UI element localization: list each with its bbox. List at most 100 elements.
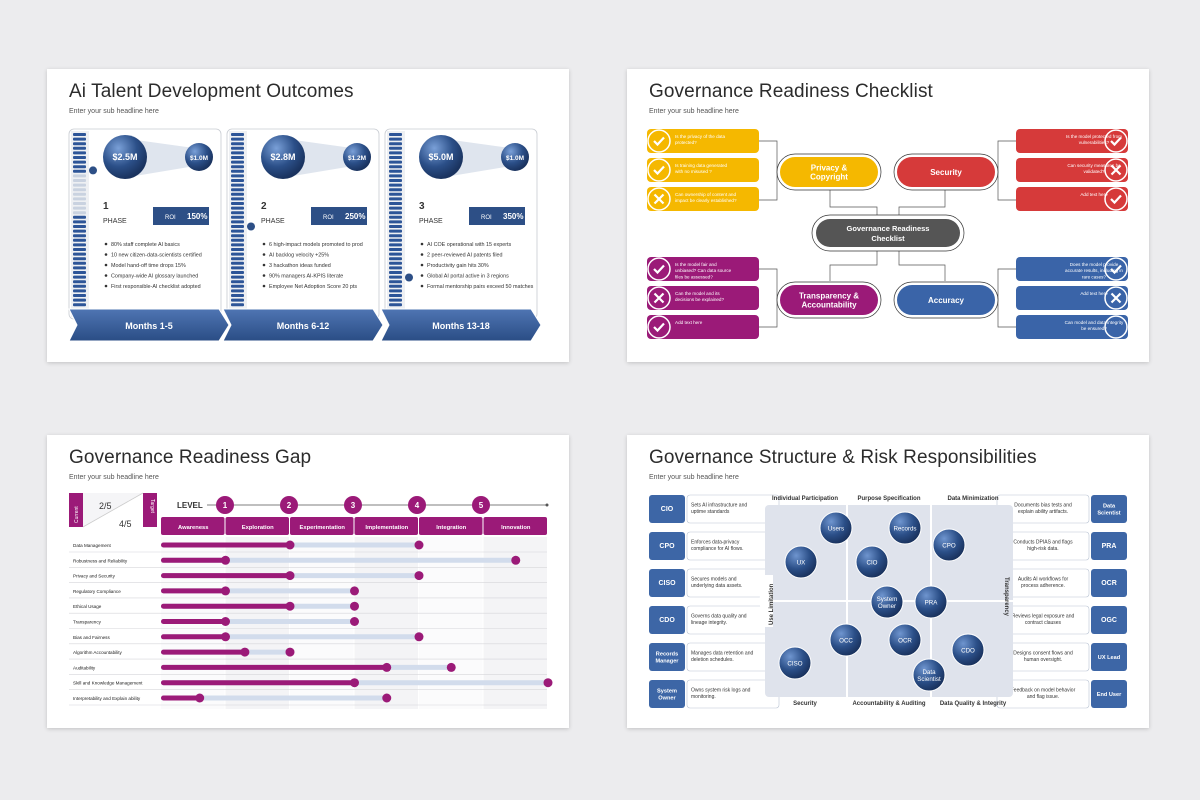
role-name: Manager: [655, 659, 679, 665]
role-desc: lineage integrity.: [691, 620, 727, 626]
bar-segment: [389, 188, 402, 192]
bar-segment: [73, 137, 86, 141]
bullet-dot: [262, 263, 266, 267]
bar-segment: [231, 238, 244, 242]
bar-segment: [73, 252, 86, 256]
node-label: UX: [797, 560, 806, 567]
big-value: $2.5M: [112, 152, 137, 162]
slide-subtitle: Enter your sub headline here: [649, 108, 739, 115]
check-icon: [1110, 194, 1122, 205]
bar-segment: [389, 271, 402, 274]
role-name: OCR: [1101, 580, 1117, 587]
column-label: Awareness: [178, 525, 209, 531]
role-node: [784, 545, 818, 579]
bar-segment: [389, 303, 402, 307]
bar-segment: [73, 257, 86, 261]
item-text: Is training data generated: [675, 163, 728, 168]
bullet-dot: [104, 242, 108, 246]
bar-segment: [231, 298, 244, 302]
role-desc: Designs consent flows and: [1013, 650, 1073, 656]
ball-connector: [445, 139, 517, 177]
bar-segment: [231, 165, 244, 169]
bar-segment: [231, 271, 244, 274]
level-circle: [344, 496, 362, 514]
level-end: [545, 503, 549, 507]
bar-segment: [389, 133, 402, 136]
checklist-item: [1016, 129, 1128, 153]
bar-segment: [73, 220, 86, 224]
bar-segment: [231, 243, 244, 247]
top-label: Individual Participation: [772, 496, 838, 502]
role-desc: Governs data quality and: [691, 613, 747, 619]
top-label: Data Minimization: [947, 496, 998, 502]
connector: [759, 298, 778, 328]
bullet-dot: [104, 274, 108, 277]
role-desc: explain ability artifacts.: [1018, 509, 1068, 515]
bar-segment: [389, 137, 402, 141]
level-number: 2: [287, 501, 292, 510]
role-desc: Audits AI workflows for: [1018, 576, 1069, 582]
column-label: Integration: [436, 525, 466, 531]
bar-segment: [389, 192, 402, 196]
current-dot: [285, 571, 295, 581]
phase-marker: [89, 166, 97, 175]
bar-segment: [389, 238, 402, 242]
check-icon: [653, 136, 665, 147]
bullet-text: AI backlog velocity +25%: [269, 253, 329, 259]
item-text: decisions be explained?: [675, 297, 724, 302]
target-dot: [446, 662, 456, 672]
big-value-circle: [261, 135, 305, 179]
status-circle: [1104, 257, 1128, 281]
role-node: [888, 623, 922, 657]
status-circle: [647, 257, 671, 281]
bar-segment: [231, 266, 244, 270]
bar-segment: [231, 133, 244, 136]
check-icon: [653, 165, 665, 176]
bar-segment: [389, 202, 402, 205]
bar-segment: [73, 289, 86, 293]
bar-segment: [73, 229, 86, 233]
roi-value: 350%: [503, 212, 523, 221]
current-bar: [161, 695, 200, 701]
level-circle: [408, 496, 426, 514]
role-desc: and flag issue.: [1027, 694, 1059, 700]
item-text: Can the model and its: [675, 291, 720, 296]
role-node: [870, 585, 904, 619]
accuracy-pill: [897, 285, 995, 315]
bar-segment: [73, 202, 86, 205]
item-text: files be assessed?: [675, 274, 713, 279]
bar-segment: [231, 275, 244, 279]
bullet-text: 80% staff complete AI basics: [111, 242, 180, 248]
months-arrow: [68, 308, 230, 342]
role-desc: process adherence.: [1021, 583, 1065, 589]
bullet-dot: [262, 284, 266, 288]
bar-segment: [231, 137, 244, 141]
level-number: 4: [415, 501, 420, 510]
role-badge: [1091, 606, 1127, 634]
target-dot: [414, 540, 424, 550]
bar-segment: [73, 215, 86, 219]
role-name: UX Lead: [1098, 655, 1121, 661]
bar-segment: [231, 160, 244, 164]
node-label: Users: [828, 526, 844, 533]
status-circle: [1104, 315, 1128, 339]
phase-marker: [405, 273, 413, 282]
target-dot: [350, 586, 359, 596]
bullet-text: Formal mentorship pairs exceed 50 matche…: [427, 284, 534, 290]
connector: [829, 189, 878, 215]
node-label: CPO: [942, 543, 956, 550]
target-bar: [161, 695, 387, 701]
bar-segment: [231, 156, 244, 159]
row-label: Privacy and Security: [73, 574, 116, 579]
column-header: [225, 517, 289, 535]
bar-segment: [389, 156, 402, 159]
node-label: System: [877, 596, 898, 603]
bullet-dot: [104, 284, 108, 288]
bar-segment: [73, 248, 86, 251]
role-desc: Secures models and: [691, 576, 737, 582]
column-header: [290, 517, 354, 535]
bullet-dot: [420, 253, 424, 256]
cross-icon: [1110, 292, 1122, 304]
slide-title: Governance Structure & Risk Responsibili…: [649, 447, 1037, 468]
bar-segment: [231, 220, 244, 224]
